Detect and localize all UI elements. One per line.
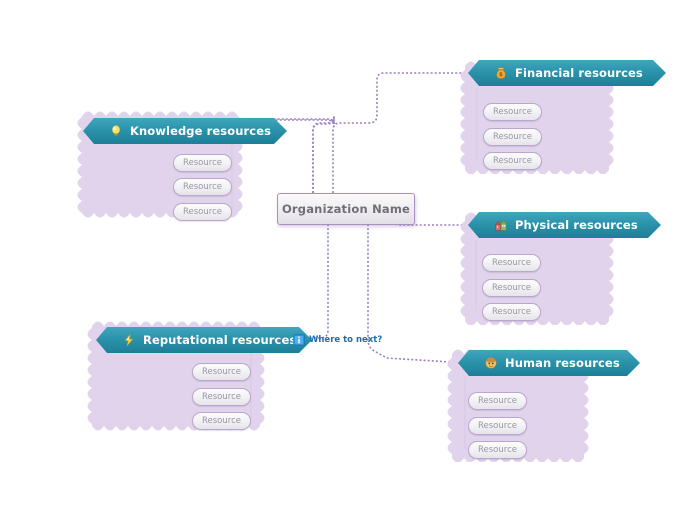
- resource-pill[interactable]: Resource: [192, 388, 251, 406]
- branch-label: Physical resources: [515, 218, 638, 232]
- lightning-bolt-icon: [122, 333, 136, 347]
- branch-header-financial[interactable]: $ Financial resources: [468, 60, 666, 86]
- branch-human[interactable]: Human resources Resource Resource Resour…: [446, 344, 598, 462]
- resource-pill[interactable]: Resource: [468, 417, 527, 435]
- branch-label: Financial resources: [515, 66, 643, 80]
- resource-pill[interactable]: Resource: [192, 412, 251, 430]
- branch-header-human[interactable]: Human resources: [458, 350, 640, 376]
- branch-reputational[interactable]: Reputational resources Resource Resource…: [86, 316, 270, 432]
- person-icon: [484, 356, 498, 370]
- branch-knowledge[interactable]: Knowledge resources Resource Resource Re…: [76, 106, 246, 221]
- resource-pill[interactable]: Resource: [483, 103, 542, 121]
- branch-label: Human resources: [505, 356, 620, 370]
- resource-pill[interactable]: Resource: [173, 178, 232, 196]
- svg-text:$: $: [499, 72, 503, 78]
- resource-pill[interactable]: Resource: [468, 441, 527, 459]
- resource-pill[interactable]: Resource: [192, 363, 251, 381]
- where-to-next-note[interactable]: Where to next?: [293, 333, 382, 347]
- resource-pill[interactable]: Resource: [483, 152, 542, 170]
- branch-label: Knowledge resources: [130, 124, 272, 138]
- resource-pill[interactable]: Resource: [468, 392, 527, 410]
- branch-financial[interactable]: $ Financial resources Resource Resource …: [459, 56, 623, 174]
- resource-pill[interactable]: Resource: [482, 254, 541, 272]
- resource-pill[interactable]: Resource: [173, 203, 232, 221]
- branch-header-knowledge[interactable]: Knowledge resources: [83, 118, 287, 144]
- branch-header-reputational[interactable]: Reputational resources: [96, 327, 312, 353]
- resource-pill[interactable]: Resource: [173, 154, 232, 172]
- building-icon: [494, 218, 508, 232]
- branch-label: Reputational resources: [143, 333, 297, 347]
- branch-physical[interactable]: Physical resources Resource Resource Res…: [459, 207, 617, 325]
- resource-pill[interactable]: Resource: [483, 128, 542, 146]
- lightbulb-icon: [109, 124, 123, 138]
- resource-pill[interactable]: Resource: [482, 303, 541, 321]
- money-bag-icon: $: [494, 66, 508, 80]
- info-icon: [293, 334, 305, 346]
- resource-pill[interactable]: Resource: [482, 279, 541, 297]
- center-node[interactable]: Organization Name: [277, 193, 415, 225]
- branch-header-physical[interactable]: Physical resources: [468, 212, 661, 238]
- where-to-next-label: Where to next?: [309, 335, 383, 345]
- connector-financial: [332, 72, 463, 193]
